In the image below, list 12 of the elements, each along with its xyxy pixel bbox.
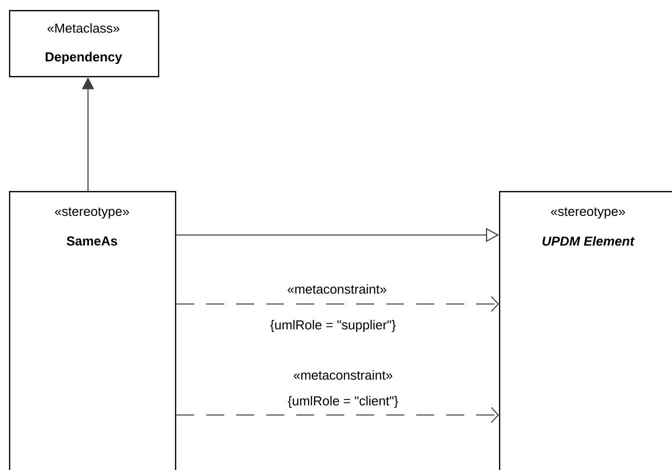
arrow — [176, 296, 499, 312]
class-name: SameAs — [66, 236, 118, 246]
edge-label: «metaconstraint» — [292, 369, 394, 381]
class-name: Dependency — [46, 52, 122, 64]
stereotype-label: «stereotype» — [54, 207, 130, 219]
stereotype-label: «Metaclass» — [48, 23, 120, 33]
stereotype-label: «stereotype» — [550, 207, 626, 219]
edge-label: «metaconstraint» — [286, 283, 388, 295]
constraint-label: {umlRole = "supplier"} — [269, 318, 397, 334]
class-name: UPDM Element — [542, 236, 635, 246]
arrow — [176, 407, 499, 423]
constraint-label: {umlRole = "client"} — [286, 394, 400, 410]
